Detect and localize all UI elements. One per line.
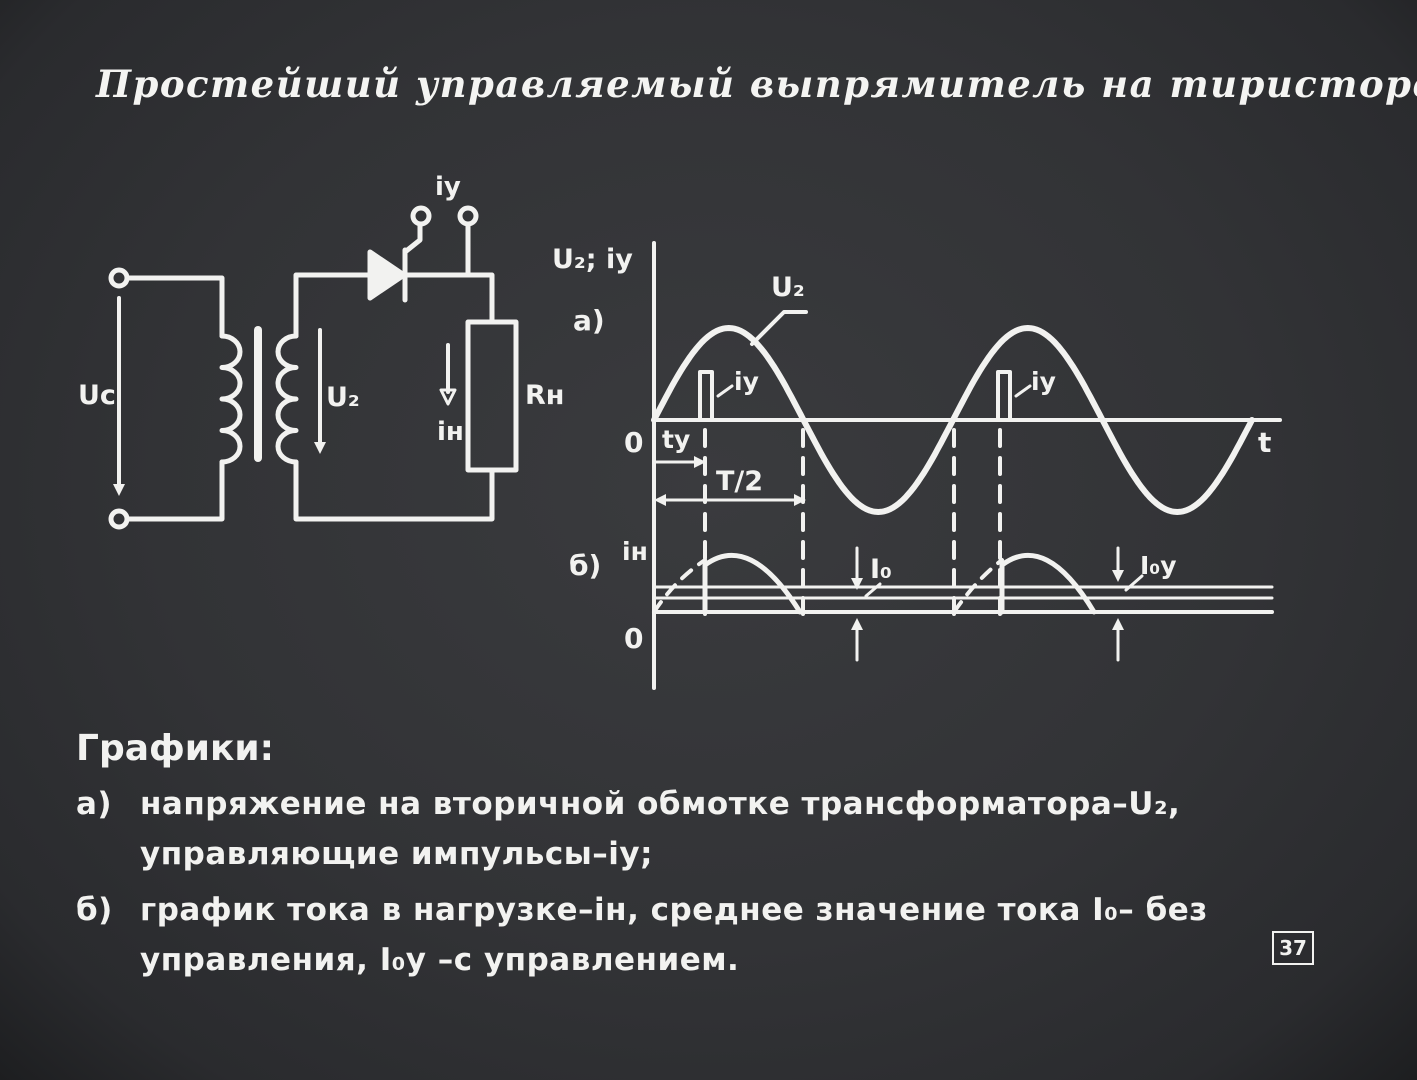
y-axis-label: U₂; iу xyxy=(552,244,633,275)
control-terminal xyxy=(457,205,479,227)
pulse-label-1: iу xyxy=(734,367,759,396)
label-iy-circuit: iу xyxy=(435,172,461,202)
zero-label-a: 0 xyxy=(624,426,643,459)
load-resistor xyxy=(465,319,519,473)
control-pulse-2 xyxy=(996,370,1012,422)
u2-label-leader xyxy=(750,310,808,346)
current-controlled-2 xyxy=(999,553,1097,615)
secondary-wire xyxy=(293,272,495,522)
caption-item-a: а) напряжение на вторичной обмотке транс… xyxy=(76,779,1336,879)
i0-label: I₀ xyxy=(870,554,892,585)
label-rn: Rн xyxy=(525,380,564,411)
caption-text-b: график тока в нагрузке–iн, среднее значе… xyxy=(140,892,1208,978)
i0-leader xyxy=(864,582,882,598)
current-uncontrolled-2 xyxy=(952,558,1004,614)
pulse-leader-2 xyxy=(1014,384,1032,398)
circuit-diagram xyxy=(108,205,519,530)
gate-terminal xyxy=(410,205,432,227)
curve-u2-label: U₂ xyxy=(771,272,805,303)
pulse-label-2: iу xyxy=(1031,367,1056,396)
in-label-graph: iн xyxy=(622,537,648,566)
half-period-label: T/2 xyxy=(716,466,763,497)
caption-marker-b: б) xyxy=(76,892,113,928)
label-u2-circuit: U₂ xyxy=(326,382,360,413)
primary-winding xyxy=(219,333,243,465)
label-uc: Uс xyxy=(78,380,116,411)
current-controlled-1 xyxy=(702,553,803,615)
slide-title: Простейший управляемый выпрямитель на ти… xyxy=(96,62,1417,106)
current-uncontrolled-1 xyxy=(652,558,707,614)
slide-number: 37 xyxy=(1272,931,1314,965)
caption-heading: Графики: xyxy=(76,728,274,769)
thyristor-icon xyxy=(367,249,407,301)
caption-marker-a: а) xyxy=(76,786,113,822)
control-pulse-1 xyxy=(698,370,714,422)
caption-item-b: б) график тока в нагрузке–iн, среднее зн… xyxy=(76,885,1336,985)
primary-wire xyxy=(124,275,225,522)
caption-text-a: напряжение на вторичной обмотке трансфор… xyxy=(140,786,1181,872)
zero-label-b: 0 xyxy=(624,622,643,655)
gate-lead xyxy=(402,221,423,255)
ty-label: tу xyxy=(662,425,690,454)
caption: Графики: а) напряжение на вторичной обмо… xyxy=(76,728,1336,985)
i0y-label: I₀у xyxy=(1140,551,1177,580)
in-arrow-head xyxy=(439,388,457,406)
t-label: t xyxy=(1258,426,1271,459)
pulse-leader-1 xyxy=(716,384,734,398)
panel-a-label: а) xyxy=(573,304,605,337)
label-in-circuit: iн xyxy=(437,417,464,447)
panel-b-label: б) xyxy=(569,549,601,582)
i0y-leader xyxy=(1124,574,1144,592)
secondary-winding xyxy=(275,333,299,465)
waveform-graphs xyxy=(651,241,1282,690)
